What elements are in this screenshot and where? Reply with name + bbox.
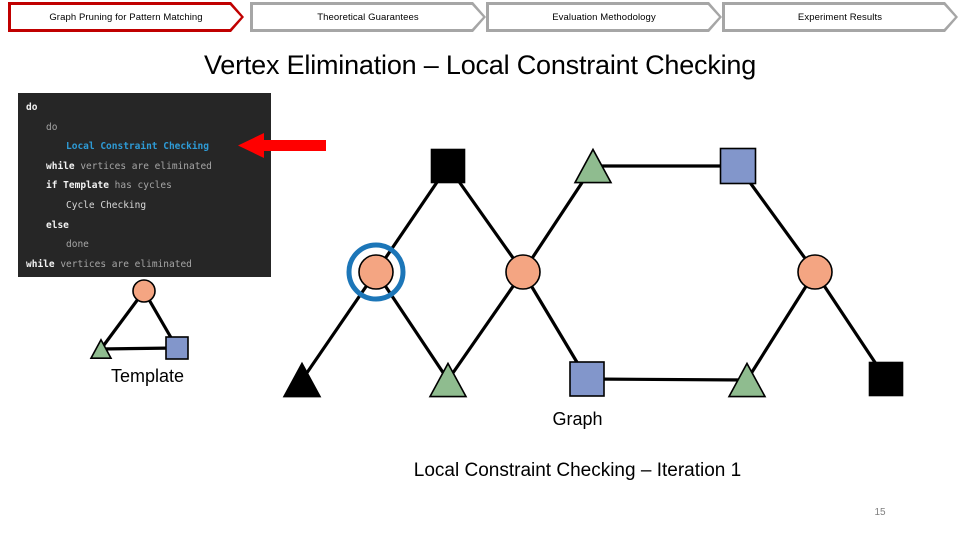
code-line-5: Cycle Checking <box>18 196 271 216</box>
tab-3[interactable]: Experiment Results <box>722 2 958 32</box>
code-line-2: Local Constraint Checking <box>18 137 271 157</box>
code-line-8: while vertices are eliminated <box>18 255 271 275</box>
template-graph-edge <box>99 290 146 350</box>
right-orange-circle[interactable] <box>797 254 833 290</box>
code-token: while <box>46 160 75 172</box>
tab-1-label: Theoretical Guarantees <box>317 11 419 23</box>
tab-3-label: Experiment Results <box>797 11 883 23</box>
graph-label: Graph <box>552 409 603 429</box>
tab-2-label: Evaluation Methodology <box>552 11 656 23</box>
tab-0-body: Graph Pruning for Pattern Matching <box>11 5 241 29</box>
code-token: Cycle Checking <box>66 199 147 211</box>
bottom-black-square[interactable] <box>868 361 904 397</box>
data-graph-edge <box>813 271 888 380</box>
code-token: while <box>26 258 55 270</box>
template-graph-edge <box>142 290 179 349</box>
code-line-1: do <box>18 118 271 138</box>
data-graph-edge <box>586 377 748 382</box>
data-graph-edge <box>300 271 378 381</box>
code-token: done <box>66 239 89 251</box>
data-graph-edges <box>300 164 888 382</box>
top-blue-square[interactable] <box>719 147 757 185</box>
code-line-4: if Template has cycles <box>18 176 271 196</box>
middle-orange-circle[interactable] <box>505 254 541 290</box>
code-line-3: while vertices are eliminated <box>18 157 271 177</box>
code-line-6: else <box>18 216 271 236</box>
code-token: do <box>46 121 58 133</box>
tab-1[interactable]: Theoretical Guarantees <box>250 2 486 32</box>
template-graph-node-t1[interactable] <box>89 338 113 360</box>
highlighted-orange-circle[interactable] <box>358 254 394 290</box>
data-graph-edge <box>521 271 589 380</box>
code-token: vertices are eliminated <box>54 258 192 270</box>
data-graph-edge <box>446 165 525 273</box>
data-graph-edge <box>745 271 817 381</box>
red-left-arrow-icon <box>238 133 326 158</box>
tab-1-body: Theoretical Guarantees <box>253 5 483 29</box>
code-token: vertices are eliminated <box>74 160 212 172</box>
code-token: has cycles <box>108 180 172 192</box>
bottom-blue-square[interactable] <box>569 361 605 397</box>
data-graph-edge <box>521 165 595 273</box>
code-token: if Template <box>46 180 109 192</box>
template-graph-node-t2[interactable] <box>165 336 189 360</box>
bottom-black-triangle[interactable] <box>282 361 322 398</box>
code-token: Local Constraint Checking <box>66 141 209 153</box>
top-green-triangle[interactable] <box>573 147 613 184</box>
top-black-square[interactable] <box>430 148 466 184</box>
tab-3-body: Experiment Results <box>725 5 955 29</box>
template-graph-node-t0[interactable] <box>132 279 156 303</box>
template-graph-nodes <box>89 279 189 360</box>
tab-0-label: Graph Pruning for Pattern Matching <box>49 11 203 23</box>
data-graph-edge <box>374 271 450 381</box>
iteration-label: Local Constraint Checking – Iteration 1 <box>413 460 742 481</box>
code-line-7: done <box>18 235 271 255</box>
bottom-green-triangle[interactable] <box>428 361 468 398</box>
tab-0[interactable]: Graph Pruning for Pattern Matching <box>8 2 244 32</box>
page-title: Vertex Elimination – Local Constraint Ch… <box>203 50 757 80</box>
tab-2-body: Evaluation Methodology <box>489 5 719 29</box>
page-number: 15 <box>874 507 886 518</box>
node-highlight-ring <box>346 242 406 302</box>
data-graph-edge <box>736 165 817 273</box>
code-token: do <box>26 102 38 113</box>
template-graph-edge <box>100 346 178 351</box>
data-graph-edge <box>374 165 450 273</box>
template-graph-edges <box>99 290 179 351</box>
code-line-0: do <box>18 98 271 118</box>
tab-bar: Graph Pruning for Pattern Matching Theore… <box>0 0 960 34</box>
data-graph-edge <box>446 271 525 381</box>
code-token: else <box>46 219 69 231</box>
template-label: Template <box>110 366 185 386</box>
data-graph-nodes <box>282 147 904 398</box>
bottom-right-green-triangle[interactable] <box>727 361 767 398</box>
tab-2[interactable]: Evaluation Methodology <box>486 2 722 32</box>
